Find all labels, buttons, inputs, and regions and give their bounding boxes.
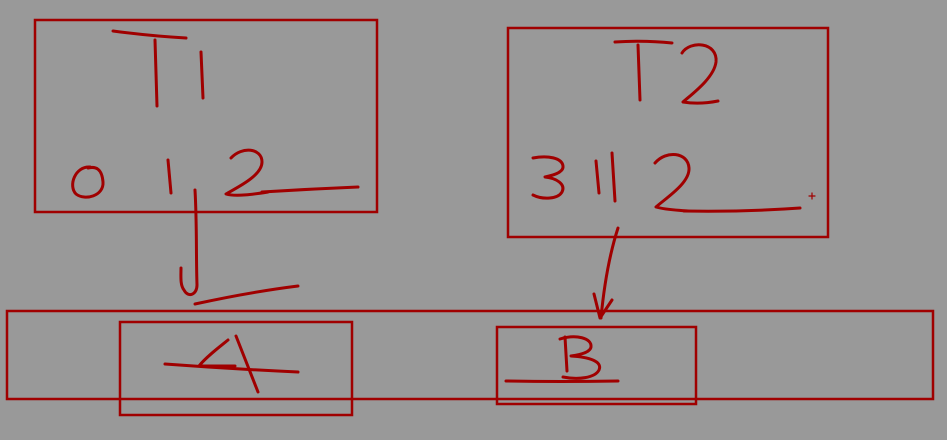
arrow-t2-to-b [592, 226, 620, 320]
memory-cell-a [118, 320, 354, 417]
memory-cell-a-handwriting [163, 334, 300, 394]
thread-values-t2-handwriting [531, 151, 816, 213]
memory-cell-b-handwriting [504, 335, 620, 383]
thread-box-t1-frame [33, 18, 379, 214]
thread-label-t2-handwriting [613, 39, 720, 105]
thread-box-t1 [33, 18, 379, 214]
thread-box-t2-frame [506, 26, 830, 239]
memory-cell-b-frame [495, 325, 698, 406]
memory-cell-b [495, 325, 698, 406]
thread-box-t2 [506, 26, 830, 239]
shared-memory-strip [5, 309, 935, 417]
thread-label-t1-handwriting [111, 29, 205, 108]
memory-cell-a-frame [118, 320, 354, 417]
arrow-t1-to-a [179, 188, 300, 306]
shared-memory-frame [5, 309, 935, 401]
thread-values-t1-handwriting [71, 148, 360, 199]
